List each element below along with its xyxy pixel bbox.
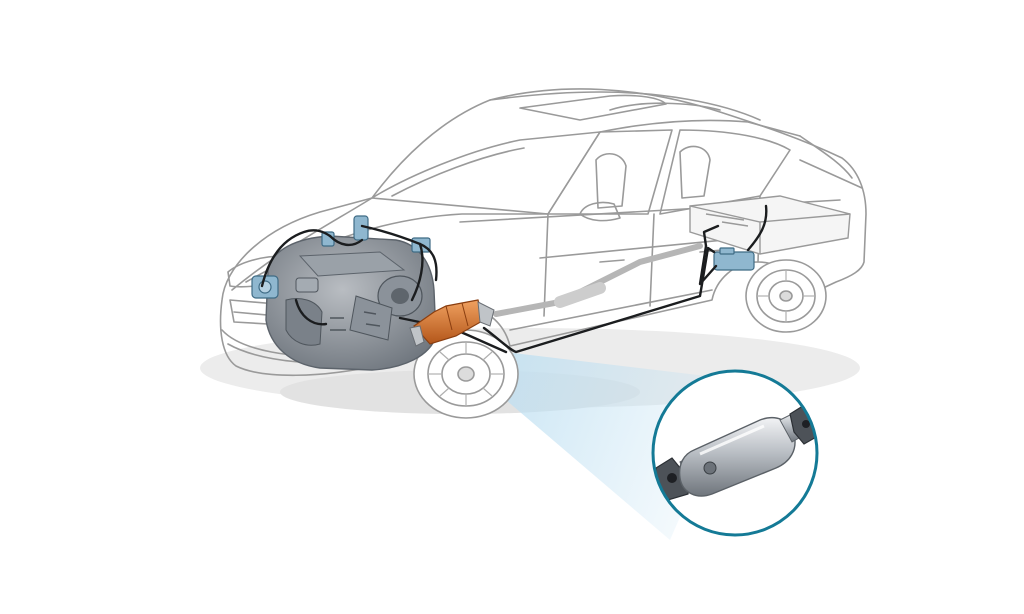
fuel-tank	[689, 195, 851, 255]
rear-wheel	[745, 259, 827, 333]
engine	[265, 235, 437, 371]
catalytic-converter-highlight	[409, 299, 495, 347]
exhaust-system	[493, 243, 703, 317]
front-wheel	[413, 329, 519, 419]
catalytic-converter-detail	[655, 403, 817, 501]
callout-ring	[651, 369, 819, 537]
callout-inset	[651, 369, 819, 537]
